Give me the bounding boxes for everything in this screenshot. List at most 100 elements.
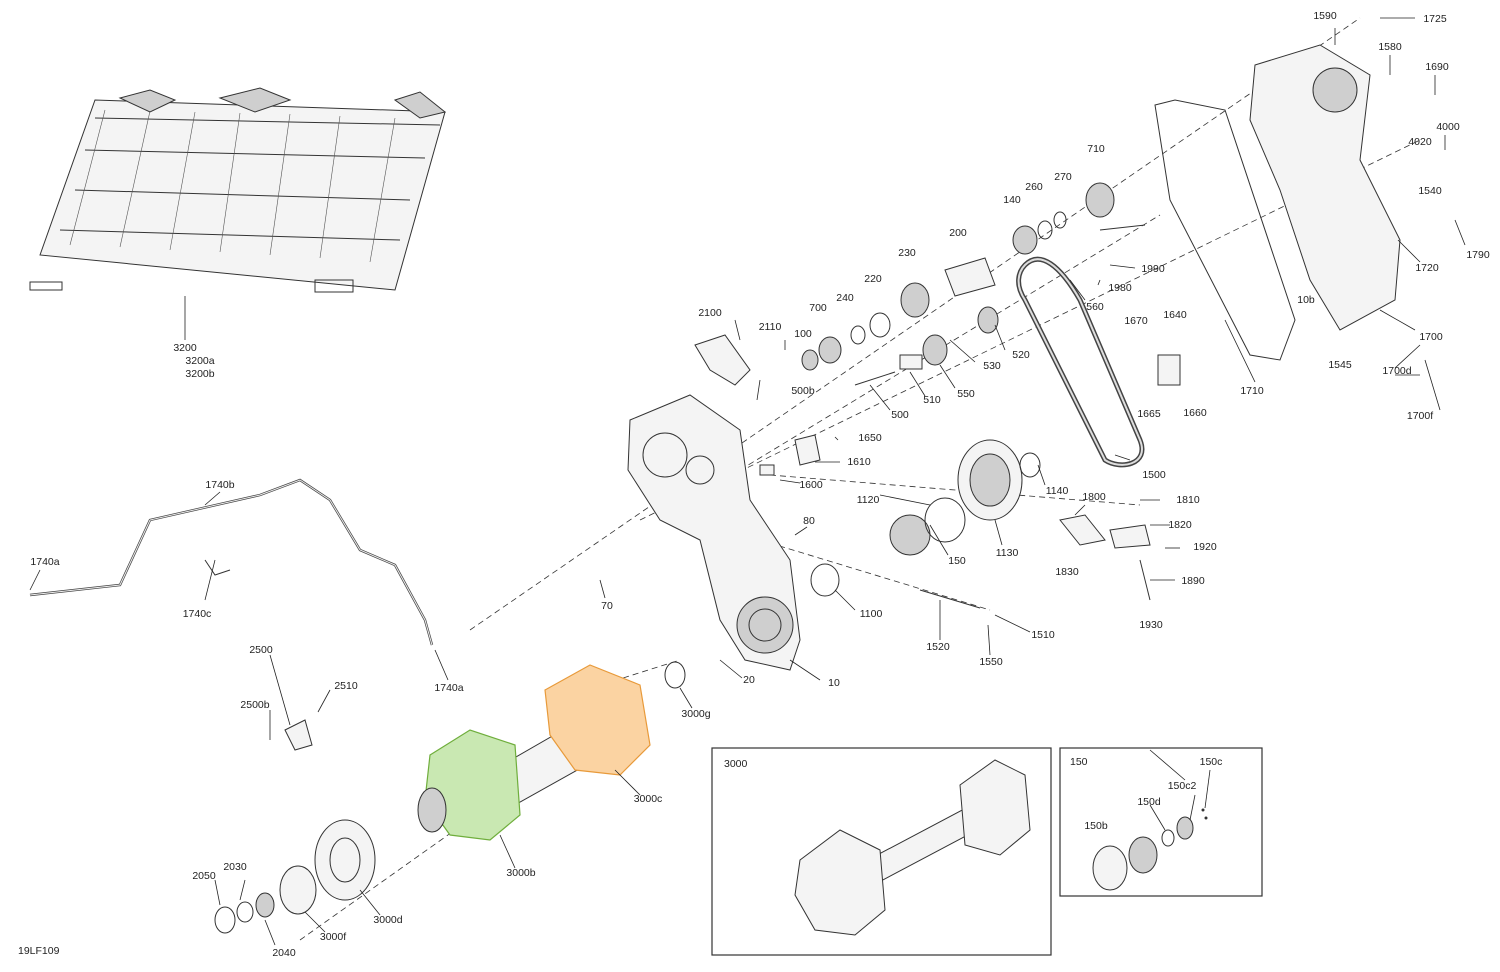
part-label: 1700f <box>1407 410 1433 422</box>
wiring-harness <box>29 478 434 646</box>
part-label: 3000c <box>634 793 663 805</box>
part-label: 1740b <box>205 479 234 491</box>
part-label: 220 <box>864 273 882 285</box>
leader-lines <box>29 17 1466 946</box>
figure-code: 19LF109 <box>18 945 60 957</box>
part-label: 3000b <box>506 867 535 879</box>
part-label: 1810 <box>1176 494 1200 506</box>
part-label: 270 <box>1054 171 1072 183</box>
part-labels: 3200 3200a 3200b 2100 2110 100 700 240 2… <box>18 10 1490 959</box>
part-label: 150c <box>1200 756 1223 768</box>
part-label: 1500 <box>1142 469 1166 481</box>
part-label: 1520 <box>926 641 950 653</box>
part-label: 1670 <box>1124 315 1148 327</box>
part-label: 1100 <box>860 608 883 620</box>
part-label: 70 <box>601 600 613 612</box>
part-label: 700 <box>809 302 827 314</box>
part-label: 1130 <box>996 547 1019 559</box>
part-label: 2510 <box>334 680 358 692</box>
part-label: 1830 <box>1055 566 1079 578</box>
part-label: 1700d <box>1382 365 1411 377</box>
part-label: 2030 <box>223 861 247 873</box>
part-label: 4000 <box>1436 121 1460 133</box>
part-label: 1990 <box>1141 263 1165 275</box>
part-label: 1590 <box>1313 10 1337 22</box>
part-label: 3000f <box>320 931 346 943</box>
part-label: 1540 <box>1418 185 1442 197</box>
part-label: 1700 <box>1419 331 1443 343</box>
part-label: 1550 <box>979 656 1003 668</box>
part-label: 3200 <box>173 342 197 354</box>
part-label: 1820 <box>1168 519 1192 531</box>
part-label: 2050 <box>192 870 216 882</box>
gearbox-housing <box>627 394 801 671</box>
part-label: 1725 <box>1423 13 1447 25</box>
part-label: 200 <box>949 227 967 239</box>
part-label: 1510 <box>1031 629 1055 641</box>
part-label: 10 <box>828 677 840 689</box>
part-label: 1920 <box>1193 541 1217 553</box>
part-label: 1690 <box>1425 61 1449 73</box>
part-label: 20 <box>743 674 755 686</box>
part-label: 80 <box>803 515 815 527</box>
part-label: 1740a <box>30 556 59 568</box>
part-label: 530 <box>983 360 1001 372</box>
part-label: 710 <box>1087 143 1105 155</box>
part-label: 150 <box>948 555 966 567</box>
inset-150-box <box>1059 747 1263 897</box>
track-illustration <box>29 87 447 340</box>
part-label: 2100 <box>698 307 722 319</box>
part-label: 1980 <box>1108 282 1132 294</box>
part-label: 1545 <box>1328 359 1352 371</box>
part-label: 560 <box>1086 301 1104 313</box>
part-label: 550 <box>957 388 975 400</box>
inset-3000-box <box>711 747 1052 956</box>
part-label: 2040 <box>272 947 296 959</box>
part-label: 150b <box>1084 820 1108 832</box>
part-label: 1600 <box>799 479 823 491</box>
part-label: 1650 <box>858 432 882 444</box>
part-label: 1740a <box>434 682 463 694</box>
part-label: 100 <box>794 328 812 340</box>
part-label: 1720 <box>1415 262 1439 274</box>
part-label: 1890 <box>1181 575 1205 587</box>
part-label: 1660 <box>1183 407 1207 419</box>
drive-shaft-assembly <box>214 661 686 934</box>
part-label: 2500 <box>249 644 273 656</box>
part-label: 1140 <box>1046 485 1069 497</box>
part-label: 500b <box>791 385 815 397</box>
part-label: 1800 <box>1082 491 1106 503</box>
part-label: 240 <box>836 292 854 304</box>
part-label: 260 <box>1025 181 1043 193</box>
part-label: 1665 <box>1137 408 1161 420</box>
part-label: 2110 <box>759 321 782 333</box>
part-label: 510 <box>923 394 941 406</box>
part-label: 2500b <box>240 699 269 711</box>
part-label: 3200a <box>185 355 214 367</box>
part-label: 1120 <box>857 494 880 506</box>
part-label: 1790 <box>1466 249 1490 261</box>
part-label: 1930 <box>1139 619 1163 631</box>
part-label: 3000g <box>681 708 710 720</box>
part-label: 150d <box>1137 796 1161 808</box>
part-label: 3200b <box>185 368 214 380</box>
inset-3000-title: 3000 <box>724 758 748 770</box>
drive-chain <box>1016 256 1145 468</box>
part-label: 230 <box>898 247 916 259</box>
part-label: 10b <box>1297 294 1315 306</box>
part-label: 1580 <box>1378 41 1402 53</box>
drive-cover <box>1154 44 1401 361</box>
inset-150-title: 150 <box>1070 756 1088 768</box>
part-label: 500 <box>891 409 909 421</box>
part-label: 3000d <box>373 914 402 926</box>
gear-train-parts <box>694 182 1181 609</box>
part-label: 1640 <box>1163 309 1187 321</box>
part-label: 1740c <box>183 608 212 620</box>
part-label: 150c2 <box>1168 780 1197 792</box>
part-label: 140 <box>1003 194 1021 206</box>
part-label: 1710 <box>1240 385 1264 397</box>
part-label: 4020 <box>1408 136 1432 148</box>
part-label: 1610 <box>847 456 871 468</box>
part-label: 520 <box>1012 349 1030 361</box>
